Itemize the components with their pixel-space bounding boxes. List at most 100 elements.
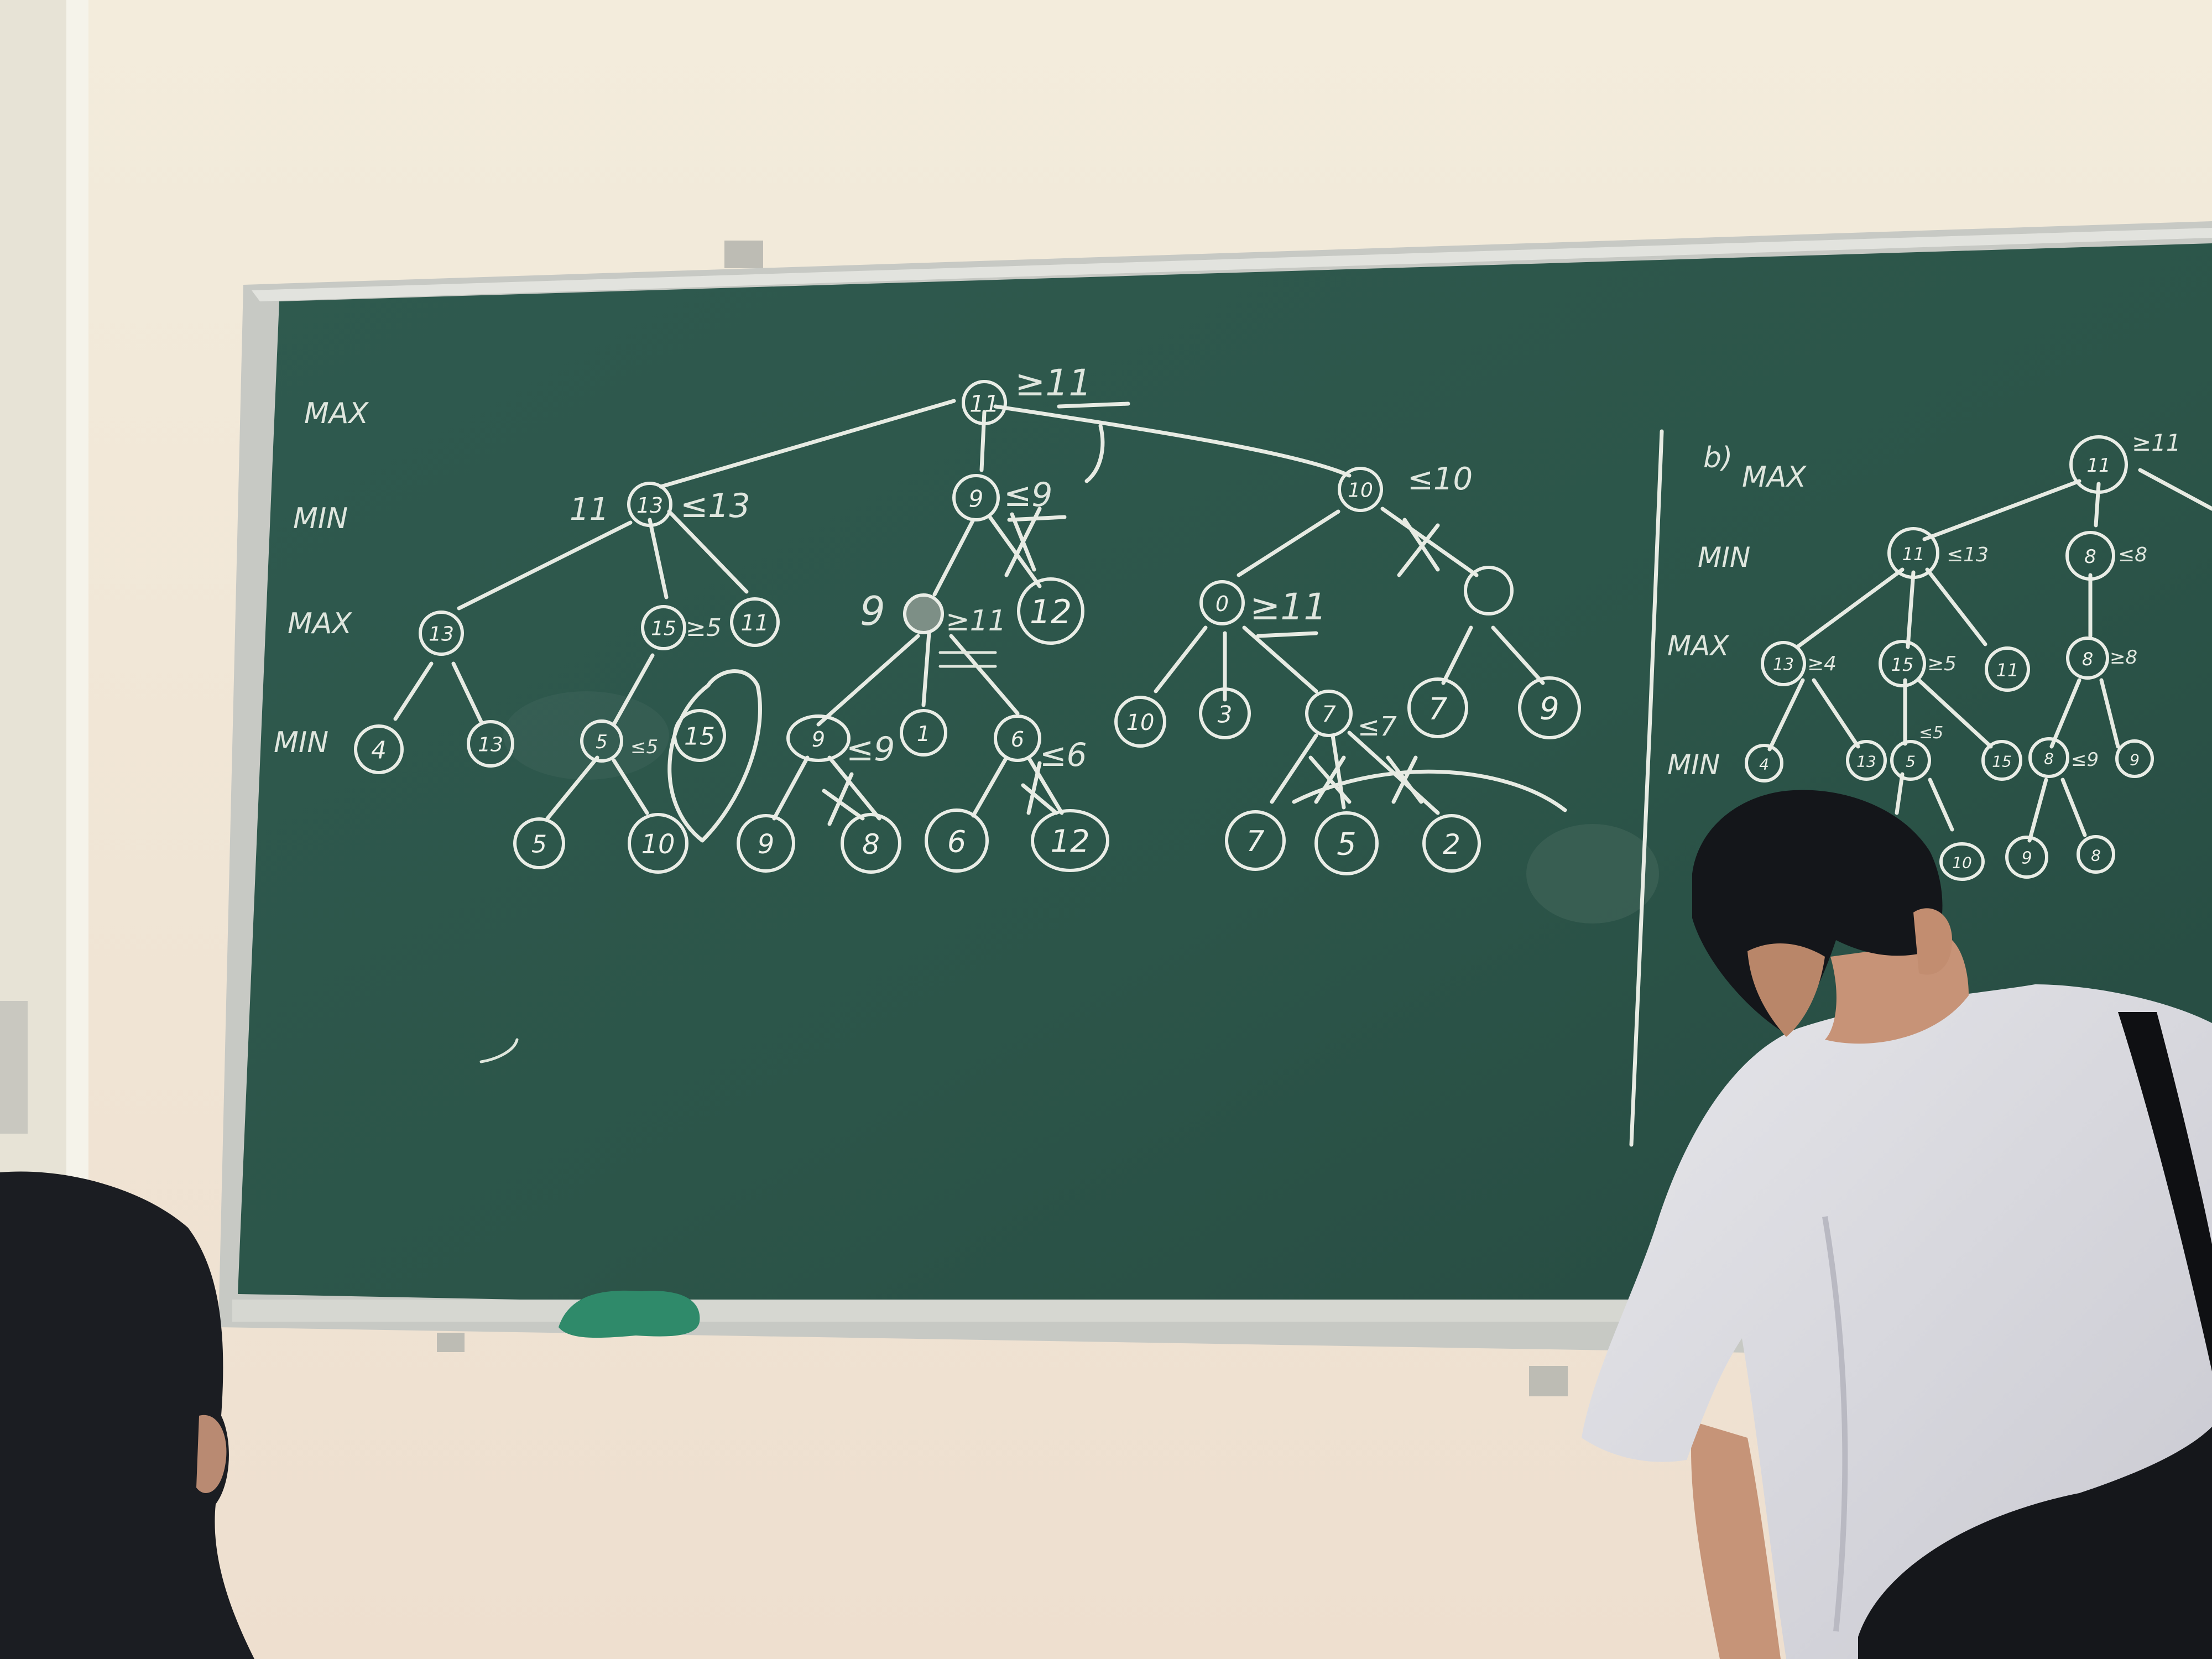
max-node-6-value: 0 [1215,592,1229,616]
max-node-1 [419,611,464,656]
min-node-3 [1338,467,1383,512]
tree-b-edges [1767,468,2212,843]
max-node-2-value: 15 [651,618,676,640]
min-leaf-8 [1114,696,1166,748]
part-b-root-value: 11 [2086,455,2110,477]
level-label-min-2: MIN [274,726,328,759]
min-leaf-10-value: 7 [1322,702,1336,727]
part-b-min-leaf-4-value: 15 [1992,753,2012,771]
leaf-6-value: 12 [1050,824,1089,860]
leaf-7 [1225,810,1286,871]
student-shirt [1582,984,2212,1659]
part-b-min-leaf-1 [1745,744,1783,782]
tree-a-edges [393,399,1567,1063]
min-node-2 [952,474,1000,521]
part-b-heading: b) [1703,441,1733,474]
part-b-min-leaf-3-value: 5 [1906,753,1916,771]
leaf-3 [737,814,795,873]
part-b-min-node-2-value: 8 [2084,546,2096,568]
leaf-3-value: 9 [758,829,775,860]
part-b-min-node-2-annotation: ≤8 [2118,544,2147,566]
leaf-4 [841,813,901,874]
part-b-root [2069,435,2128,494]
student-face [1747,943,1825,1037]
leaf-5 [925,808,989,873]
foreground-person-left-ear [196,1415,227,1493]
max-node-2 [641,605,686,650]
min-leaf-3-annotation: ≤5 [630,736,658,758]
part-b-max-node-2 [1879,640,1926,687]
root-node [962,380,1007,425]
min-leaf-5-annotation: ≤9 [846,730,895,769]
chalkboard [238,243,2212,1333]
leaf-9-value: 2 [1443,828,1460,860]
part-b-min-leaf-2 [1846,740,1887,781]
student-bag-strap [2118,1012,2212,1371]
part-b-max-node-1-annotation: ≥4 [1807,653,1837,675]
max-node-2-annotation: ≥5 [686,614,722,642]
min-node-1-value: 13 [637,493,663,518]
min-leaf-9 [1199,687,1251,739]
student-shirt-fold [1822,1216,1848,1632]
min-leaf-4-value: 15 [684,723,715,751]
part-b-min-leaf-4 [1981,740,2022,781]
wall-switch [0,1001,28,1134]
leaf-4-value: 8 [862,828,880,860]
max-node-5 [1017,577,1084,645]
part-b-min-leaf-5-annotation: ≤9 [2071,749,2099,771]
root-value: 11 [969,390,999,418]
wall-pillar-edge [66,0,88,1189]
part-b-min-leaf-5-value: 8 [2044,750,2054,768]
part-b-min-leaf-6-value: 9 [2130,751,2140,769]
max-node-4-annotation: ≥11 [946,604,1006,638]
part-b-level-label-max-2: MAX [1667,630,1730,662]
part-b-min-node-1-value: 11 [1902,544,1925,565]
tree-b: b) MAX MIN MAX MIN 11 ≥11 11 [1667,429,2212,881]
level-label-min-1: MIN [293,502,348,535]
part-b-max-node-3-value: 11 [1996,660,2019,681]
eraser-smudge [1526,824,1659,924]
min-leaf-12-value: 9 [1540,691,1559,727]
leaf-8 [1314,811,1379,875]
min-leaf-3 [580,719,623,763]
min-leaf-3-value: 5 [596,731,608,753]
part-b-level-label-min-1: MIN [1698,541,1750,573]
min-leaf-5-value: 9 [812,727,825,752]
leaf-6 [1031,809,1109,872]
min-node-2-annotation: ≤9 [1004,476,1052,514]
min-leaf-2 [467,720,514,768]
frame-clip-top [724,241,763,268]
part-b-min-leaf-3-annotation: ≤5 [1919,723,1943,743]
part-b-leaf-2-value: 9 [2021,849,2032,868]
student-at-board [1582,790,2212,1659]
part-b-level-label-max-1: MAX [1742,461,1807,494]
leaf-2-value: 10 [641,829,675,860]
max-node-6-annotation: ≥11 [1250,586,1327,628]
part-b-root-annotation: ≥11 [2132,429,2181,456]
root-annotation: ≥11 [1015,362,1092,404]
part-b-min-leaf-2-value: 13 [1856,753,1876,771]
leaf-7-value: 7 [1246,825,1264,858]
foreground-person-left [0,1171,254,1659]
part-b-max-node-4-value: 8 [2082,649,2093,670]
student-bag [1858,1427,2212,1659]
min-leaf-6 [900,709,947,757]
min-leaf-1-value: 4 [371,737,387,765]
frame-clip-bottom [1529,1366,1568,1396]
part-b-max-node-4 [2066,637,2109,680]
part-b-max-node-3 [1985,646,2030,692]
green-cloth [559,1290,700,1338]
chalkboard-frame-highlight [252,228,2212,301]
student-left-arm [1691,1421,1781,1659]
tree-a: MAX MIN MAX MIN [274,362,1581,1063]
frame-clip-bottom-left [437,1333,465,1352]
min-leaf-5 [786,714,851,762]
max-node-5-value: 12 [1030,593,1072,632]
max-node-4-left-note: 9 [860,588,885,634]
part-b-min-leaf-1-value: 4 [1759,755,1769,774]
part-b-max-node-1-value: 13 [1773,655,1794,675]
part-b-max-node-2-value: 15 [1891,654,1914,675]
leaf-8-value: 5 [1337,827,1357,863]
part-b-max-node-2-annotation: ≥5 [1927,653,1957,675]
